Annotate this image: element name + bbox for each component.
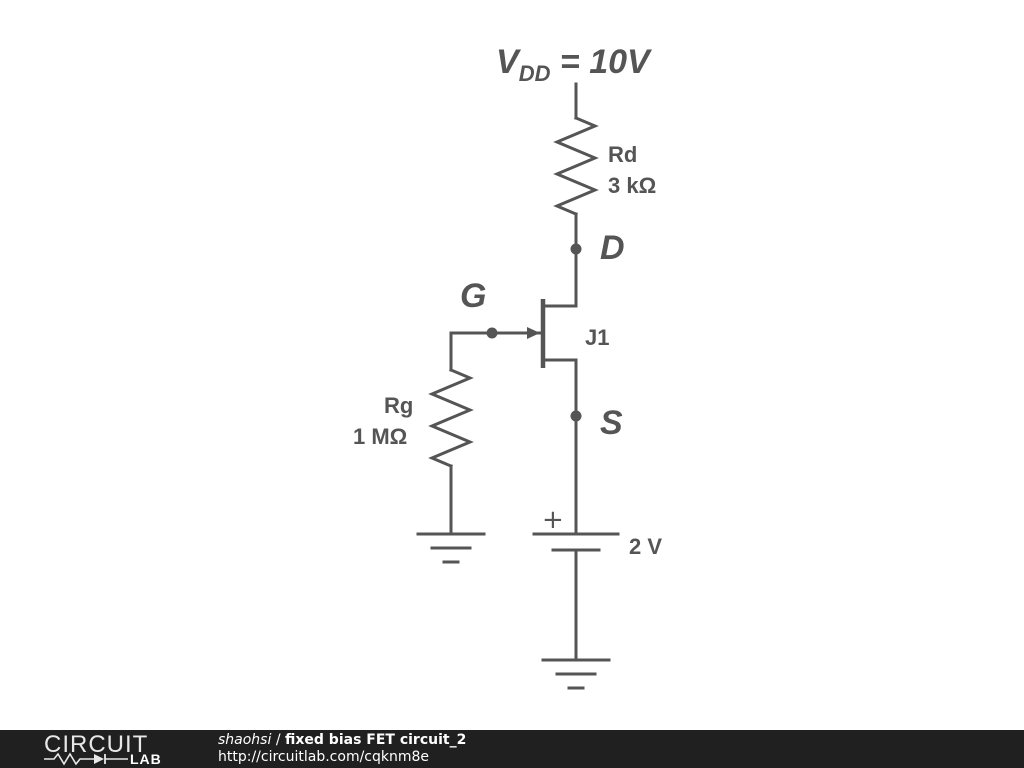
rg-value-label: 1 MΩ [353, 424, 407, 449]
circuit-title-link[interactable]: fixed bias FET circuit_2 [285, 732, 467, 748]
battery-value-label: 2 V [629, 534, 662, 559]
resistor-rd [553, 116, 599, 216]
separator-text: / [271, 732, 285, 748]
jfet-j1 [490, 299, 578, 368]
battery-plus-label: + [542, 505, 564, 535]
gate-wire [449, 331, 494, 372]
circuitlab-logo-lab[interactable]: LAB [130, 751, 162, 767]
ground-icon [541, 658, 611, 690]
fet-name-label: J1 [585, 325, 609, 350]
author-link[interactable]: shaohsi [218, 732, 272, 748]
gate-arrow-icon [527, 327, 540, 339]
drain-label: D [600, 229, 625, 267]
resistor-rg [428, 368, 474, 468]
resistor-diode-logo-icon [44, 752, 128, 766]
ground-icon [416, 532, 486, 564]
footer-bar: CIRCUIT LAB shaohsi / fixed bias FET cir… [0, 730, 1024, 768]
battery-icon [532, 532, 620, 552]
circuit-url-link[interactable]: http://circuitlab.com/cqknm8e [218, 749, 430, 765]
drain-node [570, 243, 582, 255]
rg-name-label: Rg [384, 393, 413, 418]
circuit-info-line: shaohsi / fixed bias FET circuit_2 [218, 732, 466, 749]
rd-value-label: 3 kΩ [608, 173, 656, 198]
source-label: S [600, 404, 623, 442]
vdd-label: VDD = 10V [496, 43, 653, 86]
source-node [570, 410, 582, 422]
gate-label: G [460, 277, 486, 315]
rd-name-label: Rd [608, 142, 637, 167]
circuit-schematic: VDD = 10V Rd 3 kΩ D J1 G Rg 1 MΩ S + 2 V [353, 43, 662, 690]
circuitlab-logo-text[interactable]: CIRCUIT [44, 731, 149, 758]
